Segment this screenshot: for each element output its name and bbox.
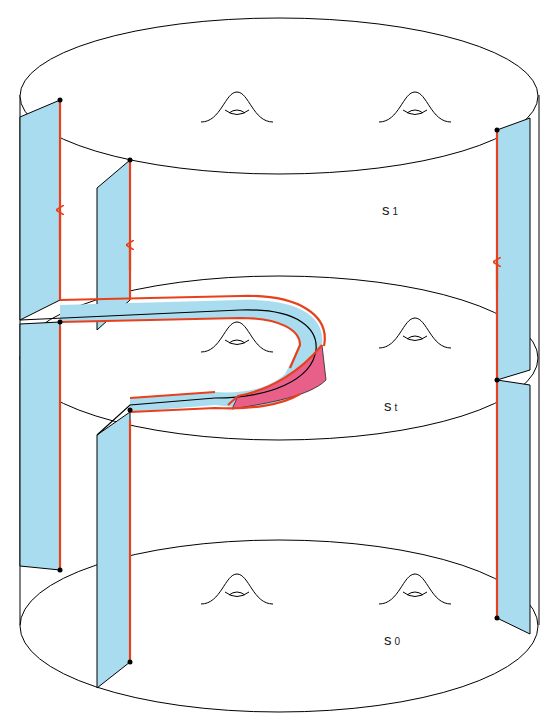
- handle: [379, 574, 451, 604]
- surface-label: s1: [382, 202, 398, 217]
- surface-label: st: [384, 398, 397, 413]
- handle: [201, 322, 273, 352]
- handle: [379, 92, 451, 122]
- handle: [379, 318, 451, 348]
- handle: [201, 92, 273, 122]
- handle: [201, 574, 273, 604]
- surface-label: s0: [384, 632, 400, 647]
